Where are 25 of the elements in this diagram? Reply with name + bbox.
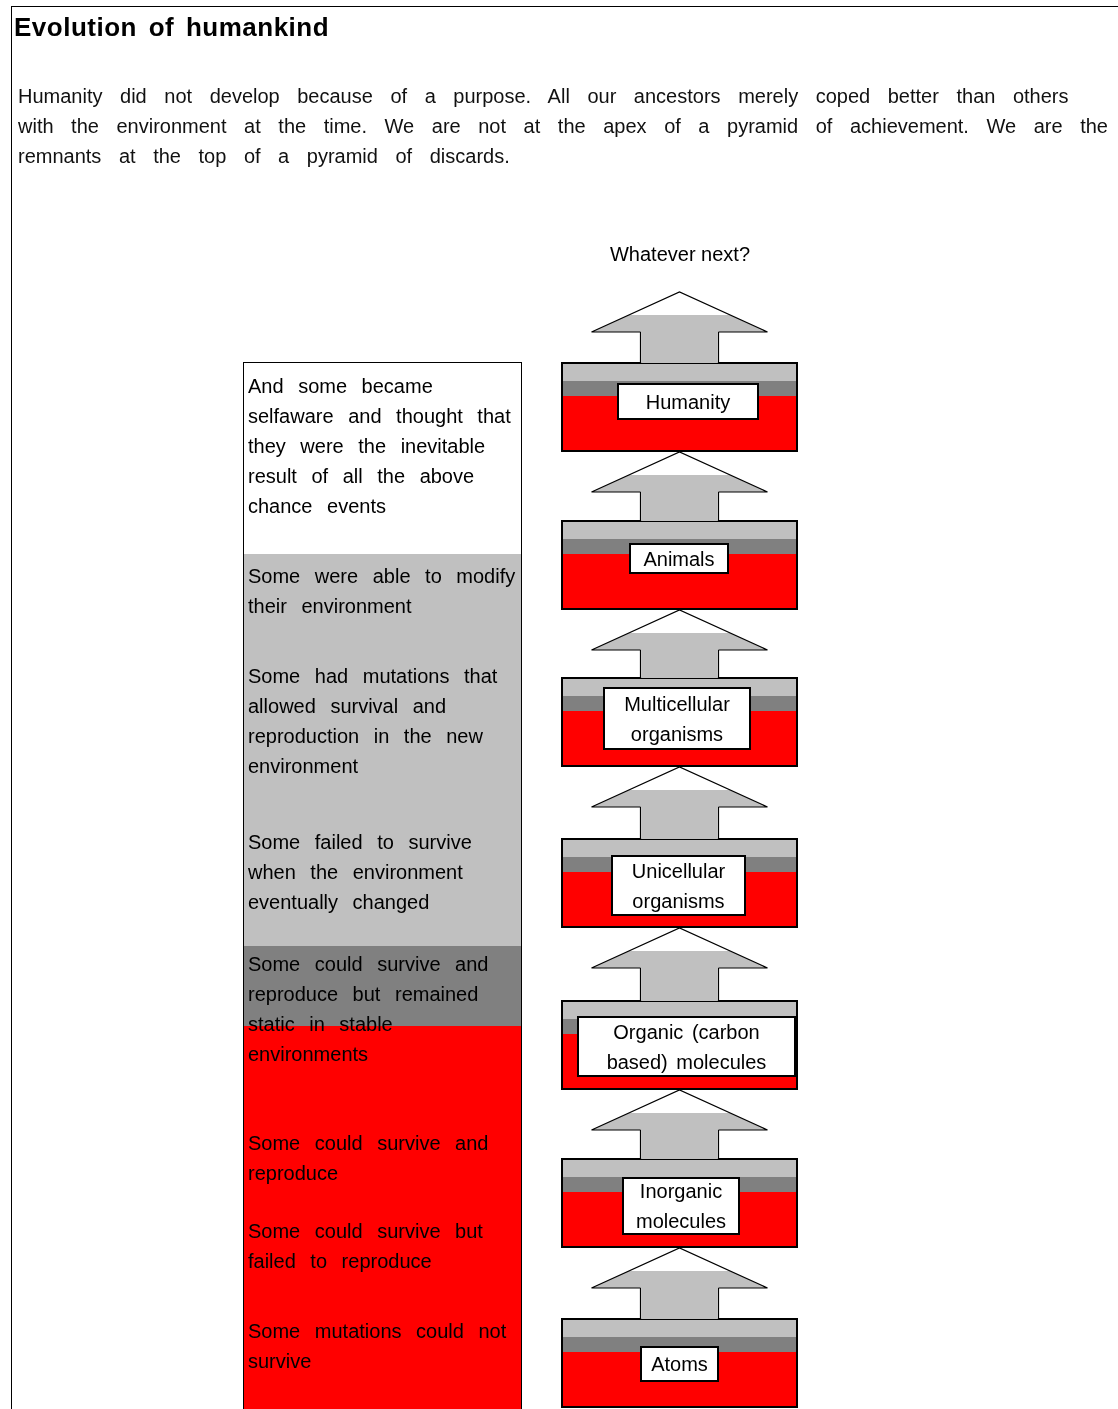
stage-column (243, 362, 522, 1409)
title: Evolution of humankind (14, 12, 330, 43)
stage-block (561, 520, 798, 610)
column-text: Some had mutations that allowed survival and reproduction in the new environment (248, 664, 499, 779)
column-text: Some could survive but failed to reproduce (248, 1219, 484, 1274)
stage-block (561, 677, 798, 767)
stage-label: Atoms (640, 1346, 719, 1382)
intro-paragraph: Humanity did not develop because of a purpose. All our ancestors merely coped better than others with the environment at the time. We are not at the apex of a pyramid of achievement. We are the remnants at the top of a pyramid of discards. (18, 84, 1109, 169)
column-text: Some mutations could not survive (248, 1319, 508, 1374)
stage-block (561, 1000, 798, 1090)
column-text: And some became selfaware and thought that they were the inevitable result of all the above chance events (248, 374, 512, 519)
stage-block (561, 838, 798, 928)
stage-label: Unicellular organisms (611, 855, 746, 916)
stage-label: Animals (629, 543, 729, 574)
stage-block (561, 362, 798, 452)
column-text: Some were able to modify their environment (248, 564, 517, 619)
stage-label: Humanity (617, 383, 759, 420)
stage-label: Multicellular organisms (603, 687, 751, 750)
column-text: Some failed to survive when the environment eventually changed (248, 830, 473, 915)
stage-block (561, 1318, 798, 1408)
stage-label: Inorganic molecules (622, 1177, 740, 1235)
stage-block (561, 1158, 798, 1248)
question-text: Whatever next? (609, 242, 751, 267)
stage-label: Organic (carbon based) molecules (577, 1016, 796, 1077)
column-text: Some could survive and reproduce (248, 1131, 490, 1186)
